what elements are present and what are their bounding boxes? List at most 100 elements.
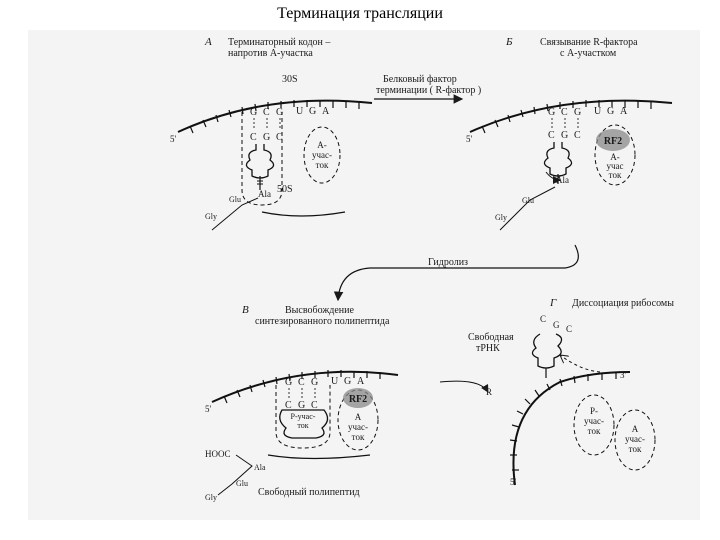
panel-b-trna — [543, 142, 573, 177]
anticodon-letter: G — [263, 132, 270, 143]
panel-g-anticodon: C G C — [540, 314, 572, 334]
codon-letter: A — [620, 106, 628, 117]
panel-v: В Высвобождение синтезированного полипеп… — [205, 304, 399, 502]
panel-v-ala: Ala — [254, 463, 266, 472]
codon-letter: G — [250, 107, 257, 118]
codon-letter: G — [344, 376, 351, 387]
hydrolysis-arrow-line — [333, 244, 579, 302]
panel-g-3prime: 3' — [620, 370, 627, 380]
scan-background — [28, 30, 700, 520]
panel-v-codons: G C G U G A — [285, 376, 365, 388]
codon-letter: G — [607, 106, 614, 117]
panel-b: Б Связывание R-фактора с А-участком 5' G… — [466, 36, 673, 231]
panel-v-anticodon: C G C — [285, 400, 318, 411]
anticodon-letter: G — [553, 320, 560, 330]
panel-b-pairing-lines — [551, 118, 579, 128]
panel-v-ribosome-arc — [267, 454, 371, 460]
anticodon-letter: C — [276, 132, 283, 143]
panel-v-free-peptide-chain — [217, 454, 253, 496]
panel-a-peptide-chain — [211, 197, 259, 231]
anticodon-letter: C — [540, 314, 546, 324]
panel-g-trna-release-arrow — [560, 355, 601, 373]
site-label: А — [632, 424, 639, 434]
dissociation-arrow — [439, 380, 489, 393]
panel-b-rf2-label: RF2 — [604, 136, 622, 147]
site-label: учас — [606, 161, 623, 171]
panel-v-caption-line2: синтезированного полипептида — [255, 316, 390, 327]
panel-g-mrna-ticks — [509, 372, 617, 471]
panel-g-mrna — [512, 371, 631, 486]
panel-v-gly: Gly — [205, 493, 217, 502]
panel-g-r-label: R — [486, 387, 492, 397]
hydrolysis-label: Гидролиз — [428, 257, 468, 268]
panel-b-ala: Ala — [556, 175, 569, 185]
hydrolysis-arrow: Гидролиз — [333, 244, 579, 302]
panel-v-pairing-lines — [288, 388, 316, 398]
site-label: Р- — [590, 406, 598, 416]
panel-a-glu: Glu — [229, 195, 241, 204]
site-label: ток — [352, 432, 365, 442]
site-label: ток — [297, 421, 308, 430]
panel-b-mrna — [469, 99, 673, 133]
site-label: Р-учас- — [291, 412, 316, 421]
panel-a-codons: G C G U G A — [250, 106, 330, 118]
site-label: ток — [588, 426, 601, 436]
panel-a-30s-label: 30S — [282, 74, 298, 85]
panel-a-ala: Ala — [258, 189, 271, 199]
page-title: Терминация трансляции — [277, 5, 443, 22]
panel-a-caption-line1: Терминаторный кодон – — [228, 37, 331, 48]
panel-g-5prime: 5' — [510, 477, 517, 487]
panel-b-anticodon: C G C — [548, 130, 581, 141]
panel-a-mrna — [177, 99, 373, 133]
codon-letter: G — [276, 107, 283, 118]
site-label: А- — [610, 152, 620, 162]
factor-arrow: Белковый фактор терминации ( R-фактор ) — [374, 74, 481, 104]
panel-v-rf2-blob — [343, 388, 373, 408]
panel-v-free-peptide-label: Свободный полипептид — [258, 487, 360, 498]
panel-v-mrna-ticks — [223, 370, 381, 404]
panel-a-a-site — [303, 126, 341, 184]
panel-a-5prime: 5' — [170, 134, 177, 144]
anticodon-letter: G — [561, 130, 568, 141]
codon-letter: G — [548, 107, 555, 118]
codon-letter: A — [357, 376, 365, 387]
panel-g-p-site — [573, 394, 615, 456]
panel-v-trna — [279, 409, 329, 439]
panel-v-caption-line1: Высвобождение — [285, 305, 354, 316]
codon-letter: U — [594, 106, 602, 117]
site-label: А — [355, 412, 362, 422]
panel-v-a-site — [337, 389, 379, 451]
panel-b-letter: Б — [505, 36, 513, 48]
factor-arrow-label-line2: терминации ( R-фактор ) — [376, 85, 481, 96]
site-label: ток — [316, 160, 329, 170]
anticodon-letter: G — [298, 400, 305, 411]
panel-b-glu: Glu — [522, 196, 534, 205]
site-label: ток — [609, 170, 622, 180]
panel-v-letter: В — [242, 304, 249, 316]
panel-v-glu: Glu — [236, 479, 248, 488]
panel-g: Г Диссоциация рибосомы Свободная тРНК C … — [468, 297, 674, 487]
codon-letter: G — [311, 377, 318, 388]
panel-b-rf2-blob — [596, 129, 630, 151]
panel-g-letter: Г — [549, 297, 557, 309]
anticodon-letter: C — [285, 400, 292, 411]
site-label: учас- — [312, 150, 332, 160]
panel-b-a-site — [594, 124, 636, 186]
panel-b-5prime: 5' — [466, 134, 473, 144]
codon-letter: G — [574, 107, 581, 118]
panel-a-caption-line2: напротив А-участка — [228, 48, 313, 59]
codon-letter: U — [331, 376, 339, 387]
codon-letter: C — [263, 107, 270, 118]
codon-letter: C — [298, 377, 305, 388]
factor-arrow-label-line1: Белковый фактор — [383, 74, 457, 85]
panel-a-mrna-ticks — [189, 100, 360, 134]
panel-v-p-site — [275, 385, 331, 449]
site-label: учас- — [625, 434, 645, 444]
codon-letter: A — [322, 106, 330, 117]
codon-letter: G — [309, 106, 316, 117]
panel-v-rf2-label: RF2 — [349, 394, 367, 405]
panel-b-caption-line1: Связывание R-фактора — [540, 37, 638, 48]
panel-a-pairing-lines — [253, 118, 281, 130]
anticodon-letter: C — [566, 324, 572, 334]
